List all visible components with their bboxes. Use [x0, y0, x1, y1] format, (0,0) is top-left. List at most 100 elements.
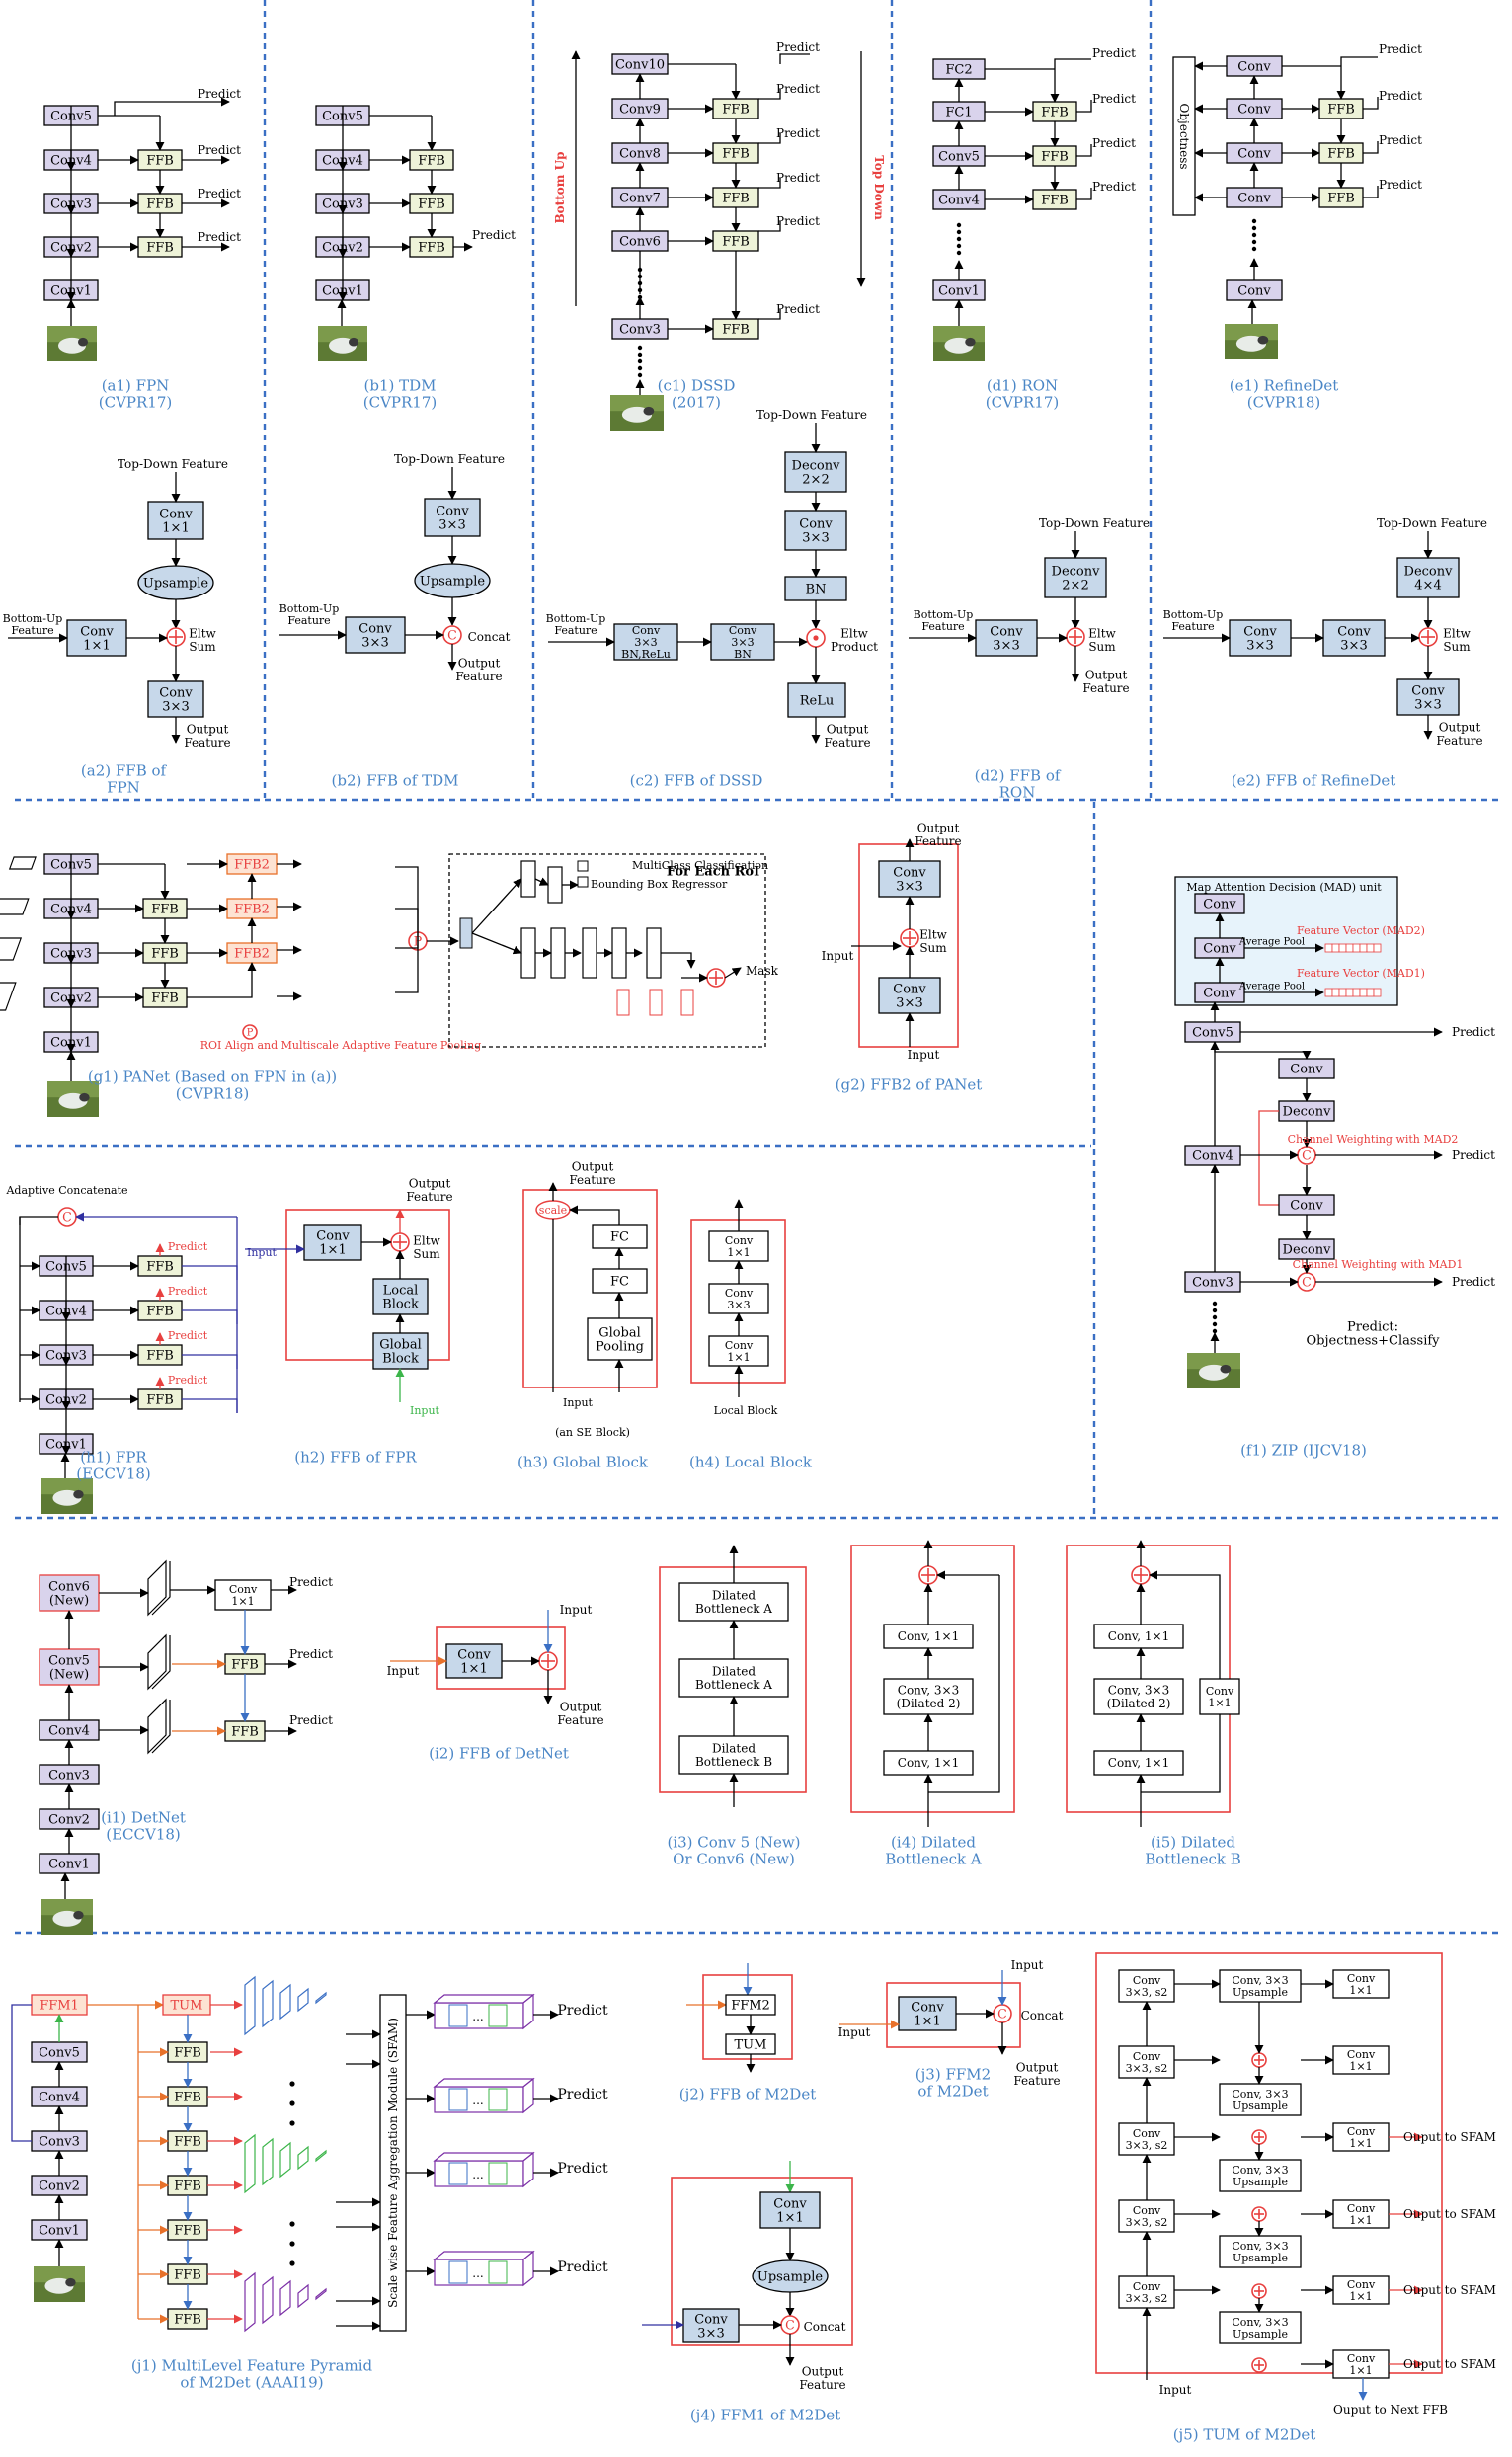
- conv-new-label: Conv6(New): [48, 1579, 90, 1608]
- operator-symbol: C: [785, 2317, 795, 2332]
- fc-layer: [649, 989, 663, 1016]
- scale-slice: [448, 2260, 468, 2284]
- connector-arrow: [569, 1205, 620, 1225]
- caption-i3: (i3) Conv 5 (New): [667, 1833, 800, 1851]
- label: Predict: [1092, 136, 1136, 150]
- conv1x1-block: [1332, 2122, 1390, 2152]
- connector-arrow: [758, 133, 781, 144]
- label: Predict: [557, 2259, 608, 2275]
- label: Upsample: [757, 2270, 824, 2285]
- scale-slice: [448, 2162, 468, 2185]
- caption-j5: (j5) TUM of M2Det: [1173, 2425, 1316, 2443]
- label: scale: [539, 1204, 567, 1217]
- connector-arrow: [1363, 186, 1379, 198]
- caption-g1: (CVPR18): [176, 1084, 250, 1102]
- input-image-detail: [349, 337, 358, 347]
- conv1x1-block: [1332, 2045, 1390, 2075]
- backbone-conv-label: Conv: [1237, 284, 1271, 299]
- connector-arrow: [395, 908, 419, 932]
- label: Predict: [1379, 89, 1422, 103]
- conv-block-label: Conv, 1×1: [1108, 1756, 1169, 1770]
- connector-arrow: [114, 97, 230, 116]
- multiscale-output-side: [522, 1993, 534, 2030]
- label: Concat: [468, 630, 511, 644]
- backbone-conv-label: FC1: [945, 106, 972, 120]
- label: Objectness: [1177, 103, 1191, 169]
- label: Predict: [198, 143, 241, 157]
- label: ...: [472, 2094, 483, 2107]
- input-image-detail: [65, 2277, 76, 2287]
- label: Predict: [776, 214, 820, 228]
- backbone-conv-label: FC2: [945, 63, 972, 78]
- connector-arrow: [1141, 1714, 1221, 1793]
- conv-block: [1093, 1678, 1184, 1715]
- connector-arrow: [395, 932, 419, 993]
- feature-map: [147, 1633, 167, 1691]
- conv-bn-block: [710, 623, 775, 661]
- label: Input: [908, 1048, 940, 1062]
- backbone-conv-label: Conv6: [619, 235, 661, 250]
- caption-b1: (CVPR17): [363, 393, 438, 411]
- label: Input: [387, 1664, 420, 1678]
- multiscale-output-side: [522, 2250, 534, 2287]
- label: Predict: [289, 1713, 333, 1727]
- label: Predict: [168, 1240, 208, 1253]
- label: Average Pool: [1238, 982, 1305, 992]
- conv1x1-block: [898, 1996, 957, 2031]
- caption-d2: RON: [999, 783, 1036, 801]
- multiscale-output-top: [433, 2152, 535, 2162]
- multiscale-output-side: [522, 2077, 534, 2114]
- backbone-conv-label: Conv9: [619, 103, 661, 118]
- ffb-block-label: FFB: [1041, 150, 1069, 165]
- ffb-block-label: FFB: [1327, 147, 1355, 162]
- relu-block-label: ReLu: [800, 694, 835, 709]
- feature-map: [0, 937, 23, 961]
- ffb-block-label: FFB: [418, 154, 445, 169]
- pyramid-level: [297, 2145, 309, 2171]
- highlight-frame: [436, 1626, 566, 1690]
- ffb-block-label: FFB: [722, 235, 750, 250]
- feature-vector-cell: [1373, 943, 1382, 953]
- operator-symbol: C: [1302, 1274, 1312, 1289]
- connector-arrow: [1076, 144, 1092, 157]
- caption-a2: FPN: [107, 778, 140, 796]
- ellipsis-dot: [956, 243, 962, 249]
- caption-a2: (a2) FFB of: [81, 761, 168, 779]
- caption-e1: (e1) RefineDet: [1230, 376, 1339, 394]
- backbone-conv-label: Conv5: [938, 150, 980, 165]
- conv-block: [883, 1750, 974, 1776]
- connector-arrow: [182, 1265, 238, 1280]
- ffb-block-label: FFB: [174, 2091, 201, 2105]
- fc-layer: [680, 989, 694, 1016]
- conv1x1-block: [147, 501, 204, 540]
- label: Predict: [1092, 92, 1136, 106]
- tum-block-label: TUM: [171, 1999, 203, 2014]
- scale-slice: [488, 2088, 508, 2111]
- caption-c2: (c2) FFB of DSSD: [630, 771, 763, 789]
- zip-deconv-label: Deconv: [1283, 1105, 1332, 1120]
- conv-block-label: Conv, 3×3(Dilated 2): [897, 1684, 961, 1710]
- feature-vector-cell: [1366, 943, 1375, 953]
- ellipsis-dot: [289, 2120, 295, 2126]
- label: Predict: [1379, 42, 1422, 56]
- ffb2-block-label: FFB2: [234, 858, 270, 873]
- pyramid-level: [279, 1983, 291, 2021]
- label: Ouput to SFAM: [1403, 2130, 1496, 2144]
- ffb-block-label: FFB: [722, 147, 750, 162]
- label: Local Block: [714, 1404, 778, 1417]
- caption-j2: (j2) FFB of M2Det: [679, 2085, 816, 2102]
- feature-vector-cell: [1352, 988, 1361, 997]
- zip-conv-label: Conv: [1290, 1063, 1323, 1077]
- ffb-block-label: FFB: [231, 1725, 259, 1740]
- conv3x3-block: [878, 860, 941, 898]
